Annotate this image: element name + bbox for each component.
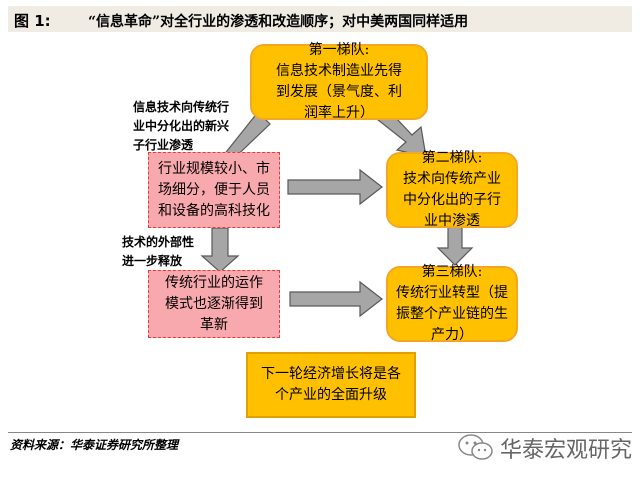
- watermark: 华泰宏观研究: [458, 428, 632, 468]
- node-tier2: 第二梯队: 技术向传统产业 中分化出的子行 业中渗透: [386, 150, 518, 229]
- arrow-industry-to-traditional: [200, 227, 240, 273]
- figure-title: “信息革命”对全行业的渗透和改造顺序；对中美两国同样适用: [88, 14, 469, 30]
- wechat-icon: [458, 434, 493, 460]
- arrow-traditional-to-tier3: [289, 280, 383, 318]
- arrow-industry-to-tier2: [287, 168, 383, 206]
- node-next-growth: 下一轮经济增长将是各 个产业的全面升级: [246, 352, 416, 418]
- title-bar: 图 1: “信息革命”对全行业的渗透和改造顺序；对中美两国同样适用: [8, 6, 632, 32]
- figure-number: 图 1:: [14, 12, 51, 30]
- label-penetration: 信息技术向传统行 业中分化出的新兴 子行业渗透: [133, 100, 230, 152]
- footer-divider: [8, 432, 632, 433]
- node-industry-scale: 行业规模较小、市 场细分，便于人员 和设备的高科技化: [148, 152, 280, 228]
- node-tier1: 第一梯队: 信息技术制造业先得 到发展（景气度、利 润率上升）: [250, 42, 428, 121]
- arrow-tier2-to-tier3: [436, 226, 474, 266]
- node-traditional-ops: 传统行业的运作 模式也逐渐得到 革新: [148, 270, 280, 338]
- watermark-text: 华泰宏观研究: [500, 438, 633, 463]
- label-externality: 技术的外部性 进一步释放: [122, 235, 195, 268]
- source-note: 资料来源：华泰证券研究所整理: [10, 438, 179, 452]
- node-tier3: 第三梯队: 传统行业转型（提 振整个产业链的生 产力）: [386, 264, 518, 343]
